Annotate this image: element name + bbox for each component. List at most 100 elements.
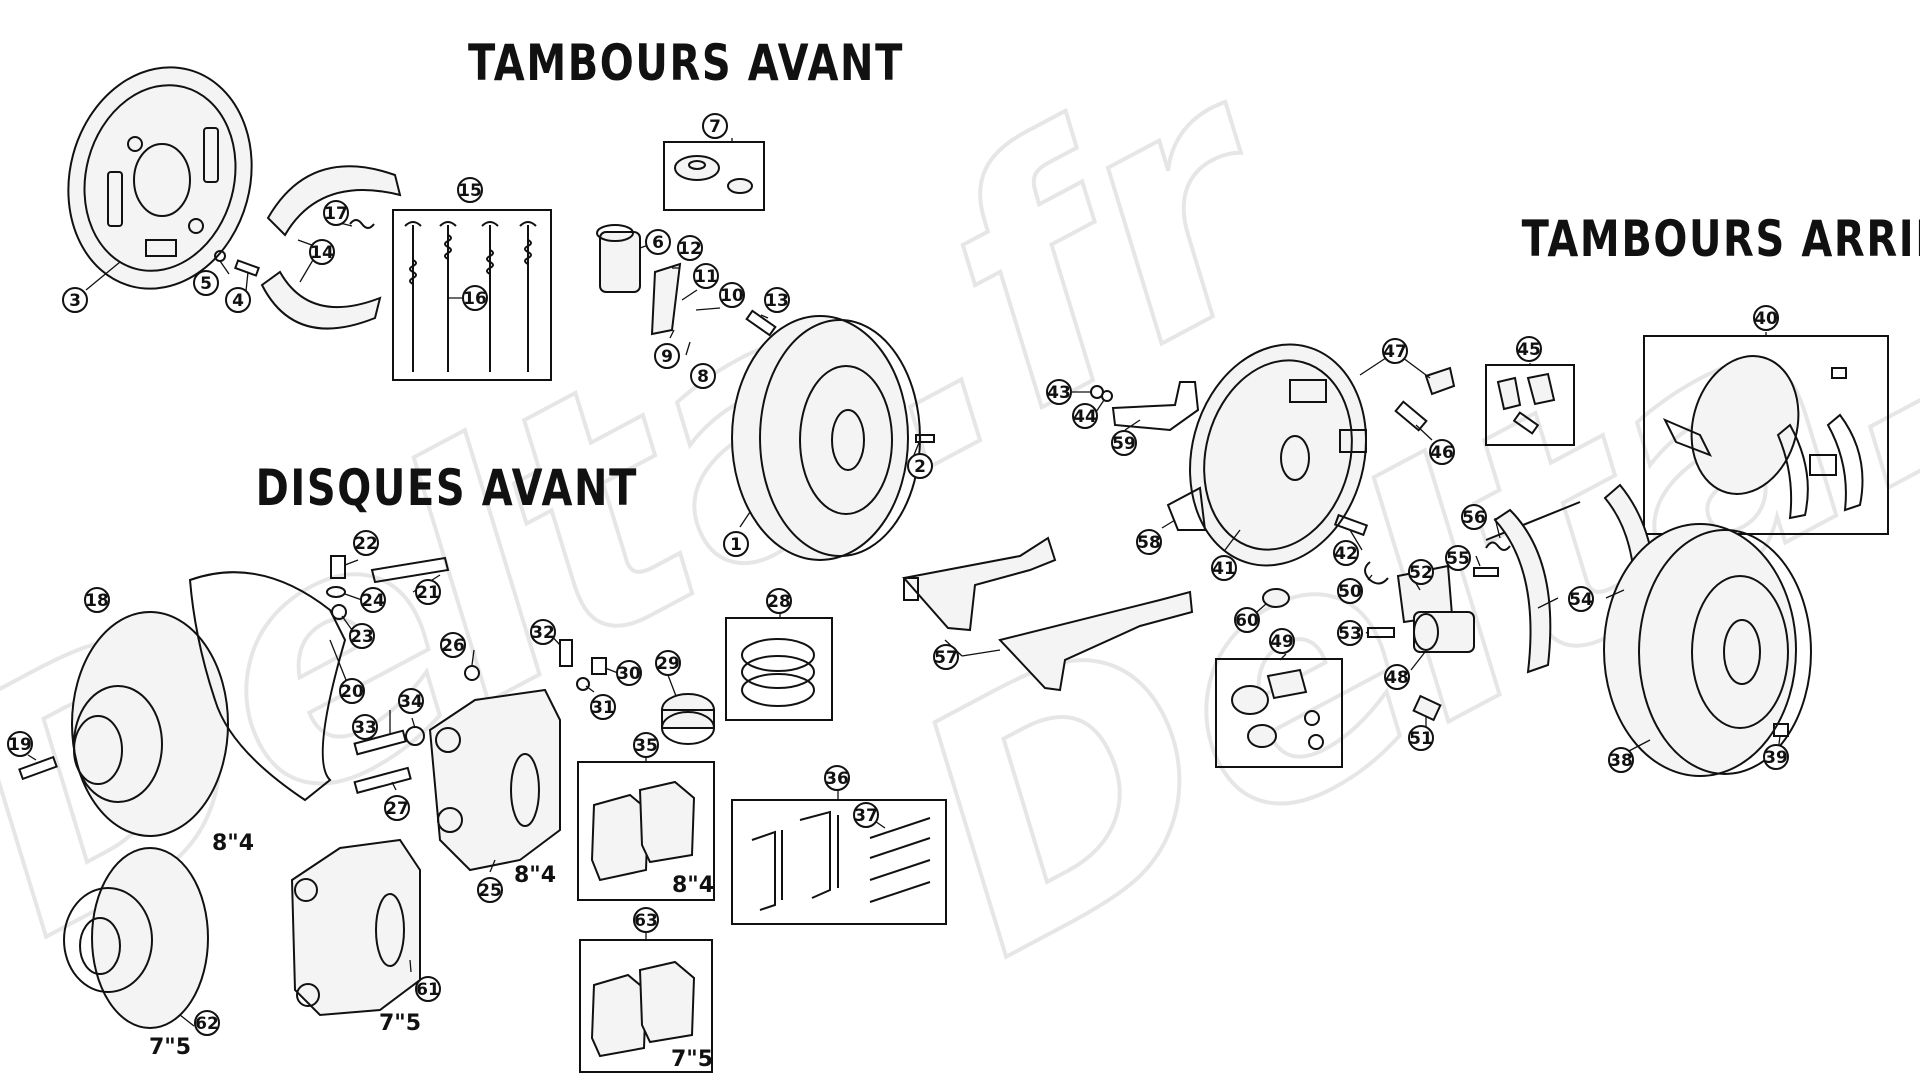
callout-circle: [690, 363, 716, 389]
callout-circle: [1461, 504, 1487, 530]
callout-circle: [1046, 379, 1072, 405]
part-caliper-small: [290, 838, 421, 1017]
callout-14: 14: [309, 239, 335, 265]
callout-9: 9: [654, 343, 680, 369]
callout-3: 3: [62, 287, 88, 313]
front-disc-group: [18, 555, 947, 1073]
part-bolt-33: [353, 729, 407, 756]
callout-23: 23: [349, 623, 375, 649]
callout-circle: [477, 877, 503, 903]
callout-number: 50: [1338, 582, 1362, 602]
callout-number: 26: [441, 636, 465, 656]
callout-circle: [1763, 744, 1789, 770]
part-cylinder-repair: [1231, 668, 1324, 750]
size-label-pads-small: 7"5: [671, 1047, 713, 1072]
callout-circle: [590, 694, 616, 720]
callout-number: 10: [720, 286, 744, 306]
callout-62: 62: [194, 1010, 220, 1036]
callout-number: 52: [1409, 563, 1433, 583]
callout-circle: [323, 200, 349, 226]
part-rear-assembly: [1662, 355, 1864, 520]
callout-circle: [457, 177, 483, 203]
box-springs: [392, 209, 552, 381]
callout-circle: [764, 287, 790, 313]
callout-number: 1: [730, 535, 742, 555]
callout-1: 1: [723, 531, 749, 557]
callout-number: 48: [1385, 668, 1409, 688]
part-wheel-cylinder-rear: [1413, 611, 1475, 653]
title-front-drums: TAMBOURS AVANT: [468, 34, 904, 93]
part-brake-shoes: [260, 165, 402, 330]
callout-circle: [353, 530, 379, 556]
callout-circle: [62, 287, 88, 313]
part-washer-24: [326, 586, 346, 598]
callout-number: 57: [934, 648, 958, 668]
callout-63: 63: [633, 907, 659, 933]
callout-number: 28: [767, 592, 791, 612]
callout-circle: [415, 579, 441, 605]
callout-8: 8: [690, 363, 716, 389]
callout-number: 35: [634, 736, 658, 756]
part-washer-44: [1101, 390, 1113, 402]
callout-circle: [440, 632, 466, 658]
callout-number: 30: [617, 664, 641, 684]
callout-circle: [352, 714, 378, 740]
callout-number: 56: [1462, 508, 1486, 528]
callout-number: 13: [765, 291, 789, 311]
callout-circle: [766, 588, 792, 614]
size-label-caliper-small: 7"5: [379, 1011, 421, 1036]
part-cap-30: [591, 657, 607, 675]
title-rear-drums: TAMBOURS ARRIERES: [1522, 210, 1920, 269]
callout-27: 27: [384, 795, 410, 821]
callout-circle: [645, 229, 671, 255]
callout-number: 62: [195, 1014, 219, 1034]
callout-37: 37: [853, 802, 879, 828]
callout-circle: [398, 688, 424, 714]
callout-39: 39: [1763, 744, 1789, 770]
callout-number: 9: [661, 347, 673, 367]
callout-circle: [384, 795, 410, 821]
callout-number: 42: [1334, 544, 1358, 564]
callout-circle: [1136, 529, 1162, 555]
callout-circle: [1384, 664, 1410, 690]
part-disc-small: [63, 847, 209, 1029]
callout-circle: [7, 731, 33, 757]
callout-35: 35: [633, 732, 659, 758]
callout-number: 44: [1073, 407, 1097, 427]
part-spring-56: [1485, 501, 1581, 551]
callout-circle: [702, 113, 728, 139]
callout-57: 57: [933, 644, 959, 670]
size-label-caliper-large: 8"4: [514, 863, 556, 888]
callout-number: 54: [1569, 590, 1593, 610]
size-label-disc-small: 7"5: [149, 1035, 191, 1060]
callout-circle: [933, 644, 959, 670]
callout-circle: [853, 802, 879, 828]
part-clip: [349, 219, 375, 229]
callout-circle: [1608, 747, 1634, 773]
part-adjuster-51: [1412, 694, 1442, 722]
callout-44: 44: [1072, 403, 1098, 429]
callout-circle: [1337, 578, 1363, 604]
callout-number: 47: [1383, 342, 1407, 362]
part-screw-22: [330, 555, 346, 579]
callout-45: 45: [1516, 336, 1542, 362]
callout-number: 38: [1609, 751, 1633, 771]
callout-number: 36: [825, 769, 849, 789]
callout-number: 24: [361, 591, 385, 611]
callout-circle: [907, 453, 933, 479]
callout-4: 4: [225, 287, 251, 313]
callout-50: 50: [1337, 578, 1363, 604]
part-pads-small: [590, 960, 696, 1058]
callout-circle: [225, 287, 251, 313]
callout-circle: [1211, 555, 1237, 581]
callout-circle: [1445, 545, 1471, 571]
callout-49: 49: [1269, 628, 1295, 654]
callout-56: 56: [1461, 504, 1487, 530]
callout-number: 53: [1338, 624, 1362, 644]
callout-5: 5: [193, 270, 219, 296]
part-bleed-46: [1394, 400, 1428, 432]
part-dust-cap: [1424, 366, 1456, 396]
callout-number: 14: [310, 243, 334, 263]
callout-number: 37: [854, 806, 878, 826]
